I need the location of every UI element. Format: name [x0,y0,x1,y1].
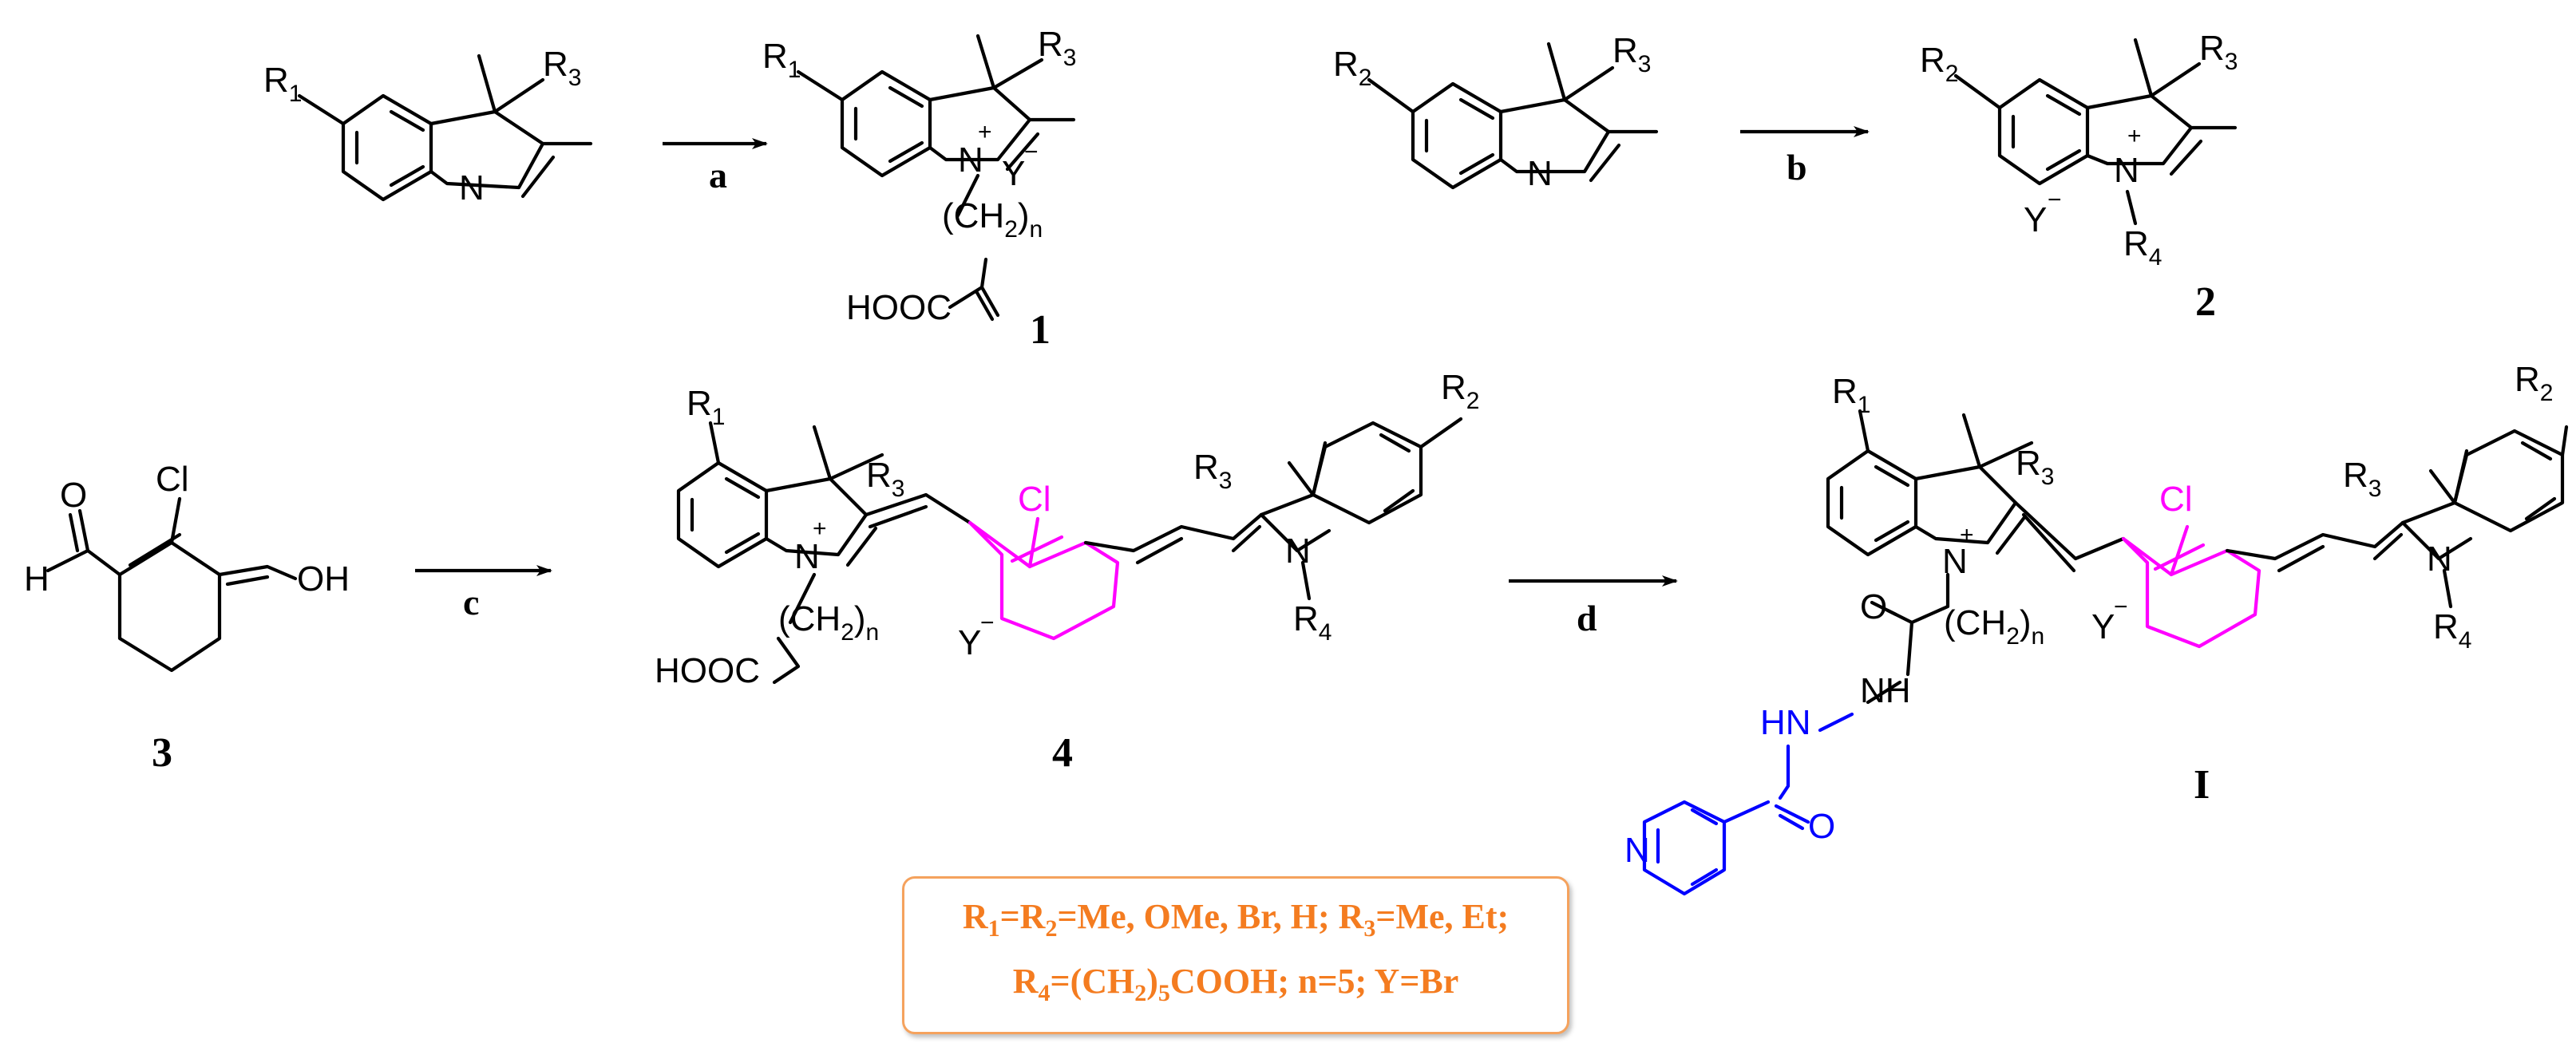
atom-r4: R4 [2433,607,2471,654]
counterion-y: Y [2091,607,2115,646]
atom-cl: Cl [156,460,189,499]
step-d: d [1577,598,1597,638]
atom-r3: R3 [2016,444,2054,490]
charge-plus: + [978,119,992,145]
atom-r3: R3 [1038,25,1076,71]
atom-h: H [24,559,49,599]
atom-cl: Cl [1018,480,1051,519]
charge-minus: − [980,610,995,636]
atom-r4: R4 [2123,224,2162,271]
legend-line-1: R1=R2=Me, OMe, Br, H; R3=Me, Et; [962,897,1510,942]
compound-4: N + (CH2)n HOOC Y − Cl N R4 R1 R3 R3 R2 [655,368,1479,690]
atom-n-plus: N [958,140,983,180]
group-nh: NH [1860,671,1911,710]
chain-ch2n: (CH2)n [942,196,1043,243]
atom-n: N [459,168,485,207]
indolenine-r2: N R2 R3 [1333,31,1659,193]
counterion-y: Y [958,623,981,662]
chain-ch2n: (CH2)n [778,599,879,646]
label-compound-4: 4 [1052,730,1073,776]
atom-n: N [1285,531,1311,571]
charge-minus: − [2048,187,2062,213]
atom-r1: R1 [762,37,801,83]
label-compound-I: I [2194,762,2210,808]
atom-r2: R2 [1333,45,1371,91]
chain-ch2n: (CH2)n [1944,603,2044,650]
label-compound-2: 2 [2195,279,2216,325]
group-hn: HN [1760,703,1811,742]
atom-n-plus: N [2114,151,2139,190]
charge-plus: + [813,516,827,542]
label-compound-3: 3 [152,730,172,776]
atom-r1: R1 [687,384,725,430]
atom-r3: R3 [543,45,581,91]
group-hooc: HOOC [655,651,760,690]
atom-r4: R4 [1293,599,1332,646]
atom-o: O [1860,587,1887,626]
atom-n: N [1527,154,1553,193]
atom-n-plus: N [794,537,820,576]
counterion-y: Y [1002,154,1025,193]
compound-1: N + Y − (CH2)n HOOC R1 R3 [762,25,1076,327]
atom-r3: R3 [866,456,904,502]
atom-r3: R3 [1612,31,1651,77]
atom-n: N [2427,539,2452,579]
step-a: a [709,155,727,196]
atom-n-pyridine: N [1624,831,1650,870]
charge-minus: − [2114,594,2128,620]
atom-r1: R1 [263,61,302,107]
atom-o-amide: O [1808,807,1835,846]
step-c: c [463,582,479,622]
group-hooc: HOOC [846,288,952,327]
charge-minus: − [1024,139,1039,165]
atom-r2: R2 [1920,41,1958,87]
atom-n-plus: N [1942,542,1968,581]
counterion-y: Y [2024,200,2047,239]
group-oh: OH [297,559,350,599]
charge-plus: + [1960,522,1974,548]
substituent-legend: R1=R2=Me, OMe, Br, H; R3=Me, Et; R4=(CH2… [902,876,1569,1034]
step-b: b [1787,147,1807,188]
compound-2: N + Y − R4 R2 R3 [1920,29,2238,271]
atom-o: O [60,476,87,515]
compound-I: N + (CH2)n O NH HN O N Y − Cl N R4 R1 R3… [1624,360,2569,896]
atom-r2: R2 [2515,360,2553,406]
charge-plus: + [2127,123,2142,149]
atom-r2: R2 [1441,368,1479,414]
atom-r3: R3 [2343,456,2381,502]
atom-r3: R3 [2199,29,2238,75]
atom-cl: Cl [2159,480,2193,519]
atom-r1: R1 [1832,372,1870,418]
atom-r3: R3 [1193,448,1232,494]
indolenine-r1: N R1 R3 [263,45,593,207]
legend-line-2: R4=(CH2)5COOH; n=5; Y=Br [1012,962,1459,1006]
compound-3: O H Cl OH [24,460,350,673]
label-compound-1: 1 [1030,307,1051,353]
